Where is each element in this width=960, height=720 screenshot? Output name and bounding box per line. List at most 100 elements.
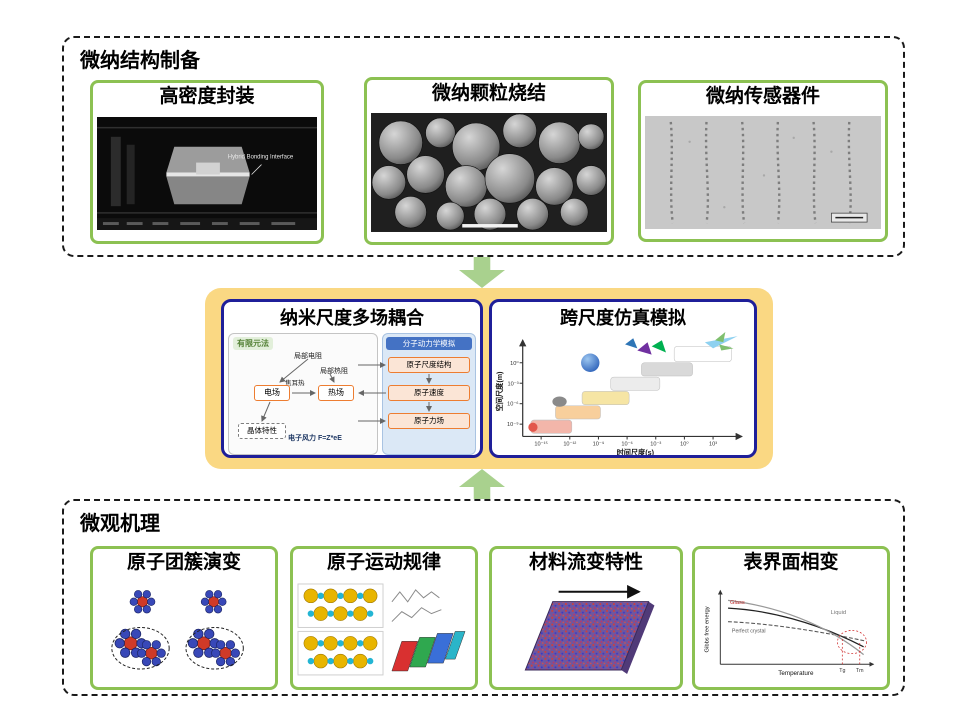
particle-sem-image	[371, 106, 607, 240]
glass-label: Glass	[730, 601, 745, 607]
sheared-cube-svg	[524, 584, 655, 674]
svg-text:10⁻⁹: 10⁻⁹	[593, 441, 605, 448]
electron-wind-label: 电子风力 F=Z*eE	[288, 435, 342, 442]
atomic-motion-image	[297, 575, 471, 685]
upper-die-shape	[166, 147, 250, 173]
svg-text:10⁻¹²: 10⁻¹²	[563, 442, 576, 448]
local-thermal-label: 局部热阻	[320, 368, 348, 375]
atomic-force-box: 原子力场	[388, 413, 470, 429]
surface-noise	[688, 136, 833, 209]
card-packaging-title: 高密度封装	[159, 86, 255, 107]
particles-group	[371, 114, 607, 231]
particle-sem-svg	[371, 113, 607, 233]
multiscale-chart-svg: 10⁻¹⁵ 10⁻¹² 10⁻⁹ 10⁻⁶ 10⁻³ 10⁰ 10³ 10⁻⁹ …	[495, 332, 743, 457]
sensor-sem-svg	[645, 116, 881, 230]
card-material-flow: 材料流变特性	[489, 546, 683, 690]
liquid-label: Liquid	[831, 610, 846, 616]
card-sintering: 微纳颗粒烧结	[364, 77, 614, 245]
svg-text:10⁻¹⁵: 10⁻¹⁵	[534, 441, 547, 448]
svg-text:10⁻⁶: 10⁻⁶	[621, 441, 633, 448]
down-arrow-icon	[459, 257, 505, 288]
chart-axes	[519, 339, 743, 441]
svg-text:10⁻³: 10⁻³	[508, 381, 519, 387]
x-axis-label: 时间尺度(s)	[617, 448, 655, 457]
svg-text:10⁻⁶: 10⁻⁶	[507, 401, 519, 408]
mini-plots	[391, 589, 442, 623]
section-simulation-panel: 纳米尺度多场耦合	[205, 288, 773, 469]
card-crossscale-simulation: 跨尺度仿真模拟	[489, 299, 757, 458]
section-mechanisms-title: 微观机理	[80, 513, 160, 535]
cluster-marker-icon	[552, 396, 567, 407]
3d-slabs-icon	[391, 631, 466, 672]
polyhedra-icon	[625, 338, 666, 355]
x-axis-label: Temperature	[778, 670, 814, 677]
chart-axes	[717, 590, 875, 668]
scale-blocks-group	[530, 346, 732, 434]
card-cluster-evolution: 原子团簇演变	[90, 546, 278, 690]
crystal-label: Perfect crystal	[732, 629, 766, 635]
flowchart-arrows	[261, 358, 432, 424]
fem-method-label: 有限元法	[233, 337, 273, 350]
card-sensor-title: 微纳传感器件	[705, 86, 820, 107]
lattice-atoms-small	[307, 593, 374, 665]
packaging-sem-svg: Hybrid Bonding Interface	[97, 117, 317, 231]
card-packaging: 高密度封装 Hybrid Bonding Interface	[90, 80, 324, 244]
card-material-flow-title: 材料流变特性	[528, 552, 643, 573]
svg-text:10⁰: 10⁰	[680, 441, 689, 448]
merged-cluster	[111, 627, 170, 670]
local-resistance-label: 局部电阻	[294, 353, 322, 360]
packaging-sem-image: Hybrid Bonding Interface	[97, 109, 317, 239]
atom-marker-icon	[528, 422, 538, 432]
sem-metadata-bar	[97, 218, 317, 231]
multiphysics-flowchart: 有限元法 分子动力学模拟 局部电阻 局部热阻 焦耳热 电子风力 F=Z*eE 电…	[228, 333, 476, 455]
atomic-structure-box: 原子尺度结构	[388, 357, 470, 373]
card-phase-transition: 表界面相变	[692, 546, 890, 690]
joule-heat-label: 焦耳热	[285, 380, 305, 387]
phase-transition-chart: Glass Perfect crystal Liquid Tg Tm Tempe…	[699, 575, 883, 685]
thermal-field-box: 热场	[318, 385, 354, 401]
section-fabrication-title: 微纳结构制备	[80, 50, 200, 72]
lattice-atoms-large	[303, 589, 378, 669]
svg-text:10⁰: 10⁰	[510, 360, 519, 367]
crystal-curve	[728, 621, 866, 643]
card-cluster-evolution-title: 原子团簇演变	[126, 552, 241, 573]
card-atomic-motion-title: 原子运动规律	[326, 552, 441, 573]
multiscale-chart: 10⁻¹⁵ 10⁻¹² 10⁻⁹ 10⁻⁶ 10⁻³ 10⁰ 10³ 10⁻⁹ …	[492, 330, 754, 457]
merged-cluster	[185, 627, 244, 670]
tm-tick-label: Tm	[856, 668, 864, 674]
small-cluster	[129, 590, 156, 614]
card-crossscale-simulation-title: 跨尺度仿真模拟	[560, 308, 686, 328]
bonding-interface-line	[166, 172, 250, 177]
card-multifield-coupling-title: 纳米尺度多场耦合	[280, 308, 424, 328]
cluster-evolution-image	[97, 575, 271, 685]
transition-markers	[837, 630, 867, 665]
sphere-marker-icon	[581, 353, 600, 372]
svg-text:10³: 10³	[709, 442, 717, 448]
crystal-property-box: 晶体特性	[238, 423, 286, 439]
sensor-sem-image	[645, 109, 881, 237]
cube-front-face	[524, 601, 650, 671]
svg-text:10⁻³: 10⁻³	[650, 442, 661, 448]
up-arrow-icon	[459, 469, 505, 500]
y-tick-labels: 10⁻⁹ 10⁻⁶ 10⁻³ 10⁰	[507, 360, 519, 428]
card-sensor: 微纳传感器件	[638, 80, 888, 242]
y-axis-label: 空间尺度(m)	[495, 371, 504, 411]
liquid-curve	[727, 600, 865, 656]
glass-curve	[728, 607, 864, 648]
atomic-velocity-box: 原子速度	[388, 385, 470, 401]
electric-field-box: 电场	[254, 385, 290, 401]
svg-text:10⁻⁹: 10⁻⁹	[507, 421, 519, 428]
cluster-evolution-svg	[111, 590, 244, 670]
phase-transition-svg: Glass Perfect crystal Liquid Tg Tm Tempe…	[705, 590, 875, 677]
card-phase-transition-title: 表界面相变	[743, 552, 839, 573]
scale-bar	[462, 224, 518, 228]
nanowire-lines-group	[669, 122, 852, 224]
tg-tick-label: Tg	[839, 668, 845, 674]
y-axis-label: Gibbs free energy	[705, 607, 711, 653]
card-atomic-motion: 原子运动规律	[290, 546, 478, 690]
airplane-icon	[704, 332, 738, 351]
small-cluster	[200, 590, 227, 614]
bonding-caption: Hybrid Bonding Interface	[228, 155, 294, 161]
lower-die-shape	[166, 176, 250, 205]
